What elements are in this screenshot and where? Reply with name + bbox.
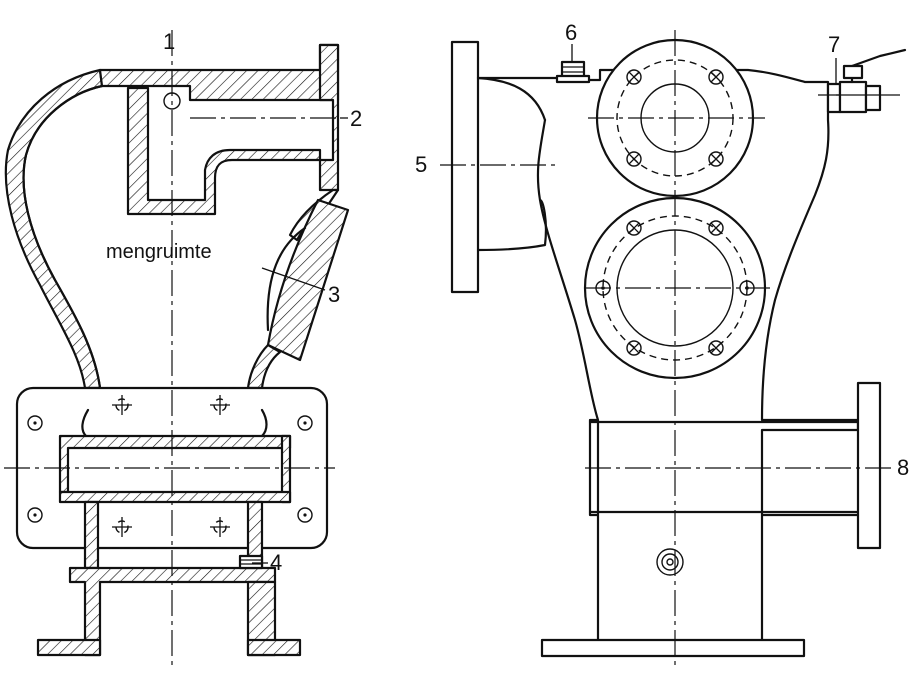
label-8: 8	[897, 455, 909, 480]
label-6: 6	[565, 20, 577, 45]
hidden-throat	[85, 387, 262, 549]
inlet-neck-bottom	[476, 198, 548, 252]
drain-plug	[656, 548, 684, 576]
valve-7	[826, 48, 907, 114]
base-flange-right-view	[540, 638, 806, 658]
sight-glass-lens	[266, 226, 307, 332]
label-1: 1	[163, 29, 175, 54]
section-view	[4, 30, 350, 670]
throat-transitions	[81, 408, 268, 438]
exterior-view	[440, 30, 907, 665]
outer-wall-right	[246, 343, 282, 390]
body-outline	[476, 68, 860, 642]
top-port-hole	[163, 92, 181, 110]
outlet-flange-8	[856, 381, 882, 550]
hidden-bolt-holes	[112, 395, 230, 537]
label-4: 4	[270, 550, 282, 575]
inlet-flange-5	[450, 40, 480, 294]
label-2: 2	[350, 106, 362, 131]
base-flange-right	[246, 638, 302, 657]
corner-bolts	[27, 415, 313, 523]
throat-ring-lower	[58, 490, 292, 504]
label-5: 5	[415, 152, 427, 177]
vent-plug-6	[555, 60, 591, 84]
chamber-label: mengruimte	[106, 241, 212, 263]
drain-plug-4	[238, 554, 264, 570]
upper-bolts	[626, 69, 724, 167]
inner-passage-wall	[126, 86, 322, 216]
label-7: 7	[828, 32, 840, 57]
lower-wall-left	[83, 500, 100, 570]
side-pipe-8	[588, 420, 860, 514]
label-3: 3	[328, 282, 340, 307]
sight-glass-cover-3	[266, 198, 350, 362]
inlet-neck-top	[476, 76, 547, 122]
leader-3	[261, 267, 326, 291]
base-flange-left	[36, 638, 102, 657]
outer-wall-left	[4, 68, 104, 390]
chamber-contour	[22, 84, 104, 390]
